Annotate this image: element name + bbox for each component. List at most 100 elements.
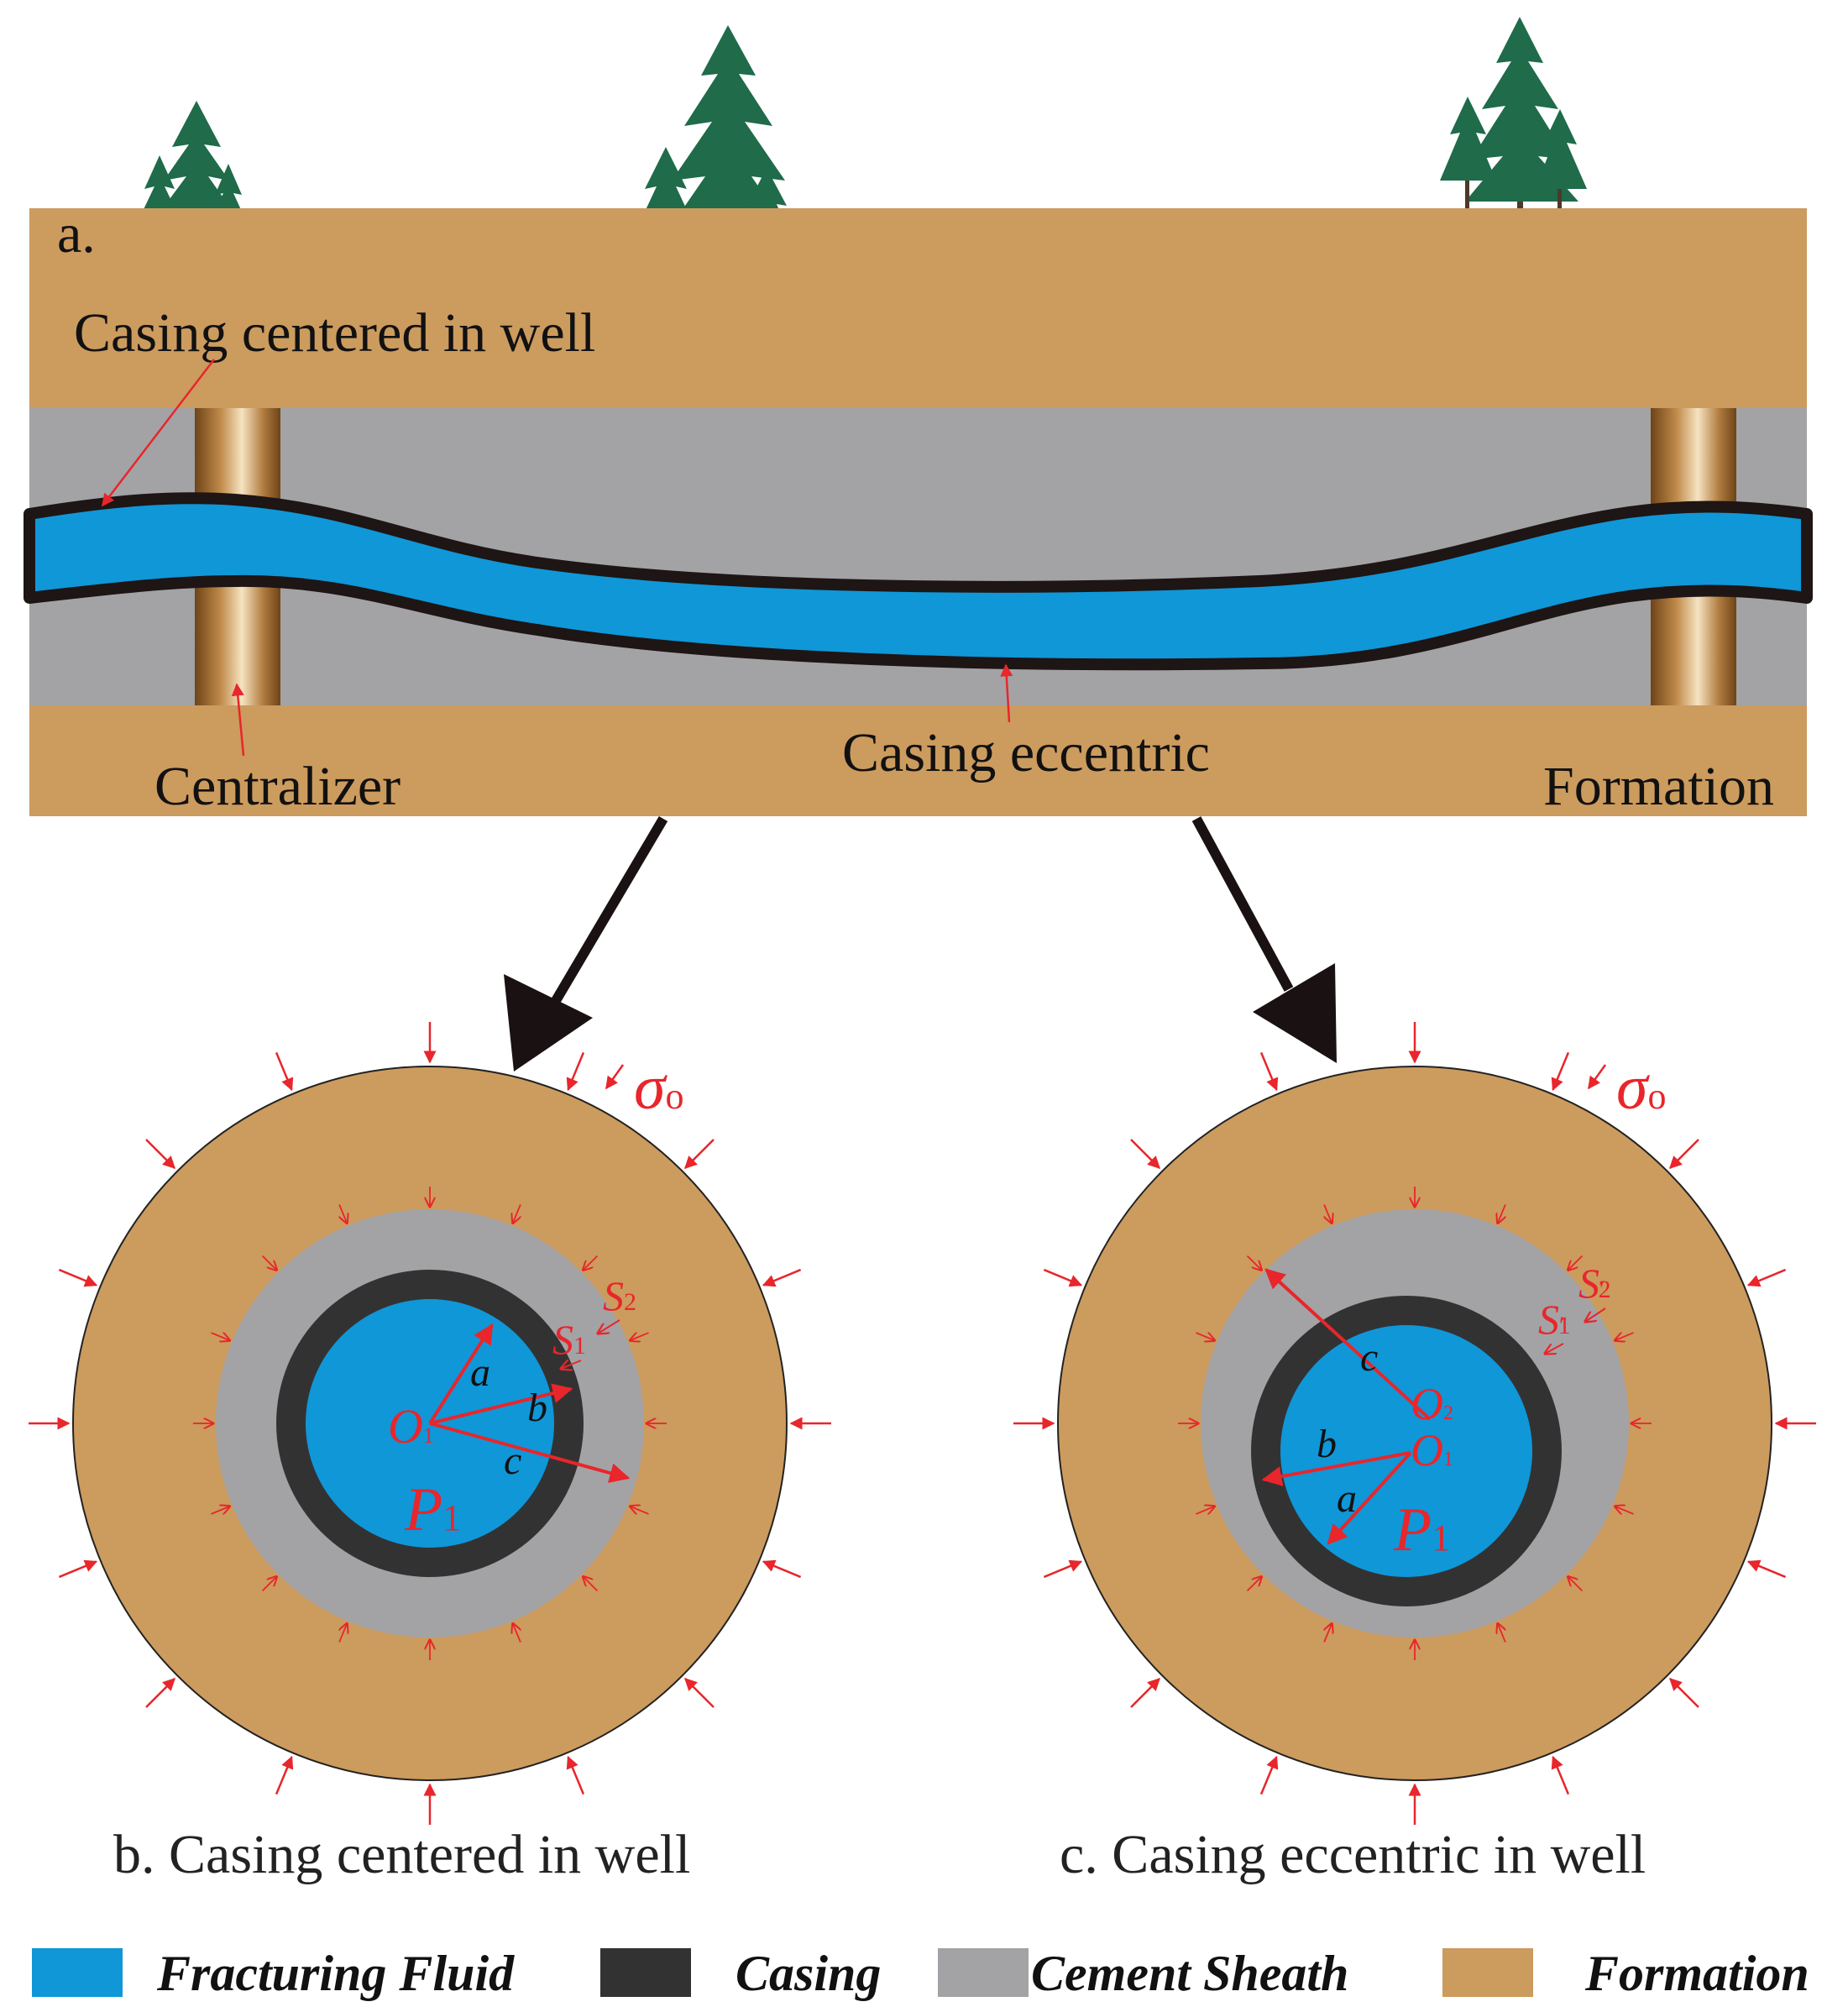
stress-arrow [1668,1139,1699,1170]
label-s2: S2 [603,1272,636,1319]
legend-item-formation: Formation [1442,1946,1809,2001]
tree-icon [139,101,247,235]
stress-arrow [1668,1677,1699,1708]
stress-arrow [762,1559,802,1579]
stress-arrow [1043,1268,1083,1287]
inner-stress-arrows [193,1187,667,1660]
stress-arrow [145,1677,176,1708]
stress-arrow [1746,1268,1787,1287]
stress-arrow [513,1204,521,1223]
panel-a: a. Casing centered in well Centralizer C… [24,17,1813,817]
legend: Fracturing Fluid Casing Cement Sheath Fo… [32,1946,1809,2001]
legend-label: Formation [1584,1946,1809,2001]
arrow-to-b-icon [504,974,593,1072]
stress-arrow [566,1755,585,1795]
stress-arrow [630,1507,649,1514]
fracturing-fluid-core [1280,1325,1532,1577]
stress-arrow [762,1268,802,1287]
radius-b [1261,1451,1411,1486]
legend-swatch [938,1948,1029,1997]
legend-item-casing: Casing [600,1946,881,2001]
label-s1: S1 [552,1316,586,1363]
radius-a [1327,1451,1412,1545]
callout-centralizer: Centralizer [154,756,400,817]
label-p1: P1 [404,1475,461,1544]
stress-arrow [513,1623,521,1643]
legend-swatch [600,1948,691,1997]
label-a: a [1337,1476,1357,1521]
s1-pointer [561,1360,582,1369]
stress-arrow [1324,1204,1332,1223]
caption-b: b. Casing centered in well [113,1824,690,1885]
label-b: b [1317,1422,1337,1466]
stress-arrow [275,1755,294,1795]
stress-arrow [1551,1051,1570,1092]
stress-arrow [1324,1623,1332,1643]
radius-c [1264,1268,1432,1421]
label-c: c [504,1438,521,1483]
callout-formation: Formation [1543,756,1774,817]
stress-arrow [1259,1051,1279,1092]
legend-label: Cement Sheath [1031,1946,1348,2001]
label-sigma-o: σo [1616,1052,1666,1123]
stress-arrow [683,1139,715,1170]
s2-pointer [1585,1307,1606,1322]
label-b: b [527,1386,547,1430]
legend-swatch [32,1948,123,1997]
s2-pointer [598,1319,620,1334]
stress-arrow [1568,1255,1584,1271]
stress-arrow [211,1333,229,1340]
legend-label: Fracturing Fluid [156,1946,515,2001]
sigma-pointer [1587,1064,1607,1090]
legend-item-cement-sheath: Cement Sheath [938,1946,1348,2001]
inner-stress-arrows [1178,1187,1652,1660]
label-sigma-o: σo [634,1052,683,1123]
stress-arrow [1196,1507,1214,1514]
sigma-pointer [605,1064,625,1090]
stress-arrow [583,1576,599,1592]
stress-arrow [145,1139,176,1170]
stress-arrow [583,1255,599,1271]
stress-arrow [1130,1139,1161,1170]
label-o1: O1 [388,1399,434,1454]
stress-arrow [1551,1755,1570,1795]
arrow-to-c-icon [1253,963,1337,1063]
stress-arrow [339,1204,347,1223]
tree-icon [1440,17,1587,227]
stress-arrow [211,1507,229,1514]
stress-arrow [1746,1559,1787,1579]
legend-item-fracturing-fluid: Fracturing Fluid [32,1946,515,2001]
stress-arrow [1498,1623,1505,1643]
panel-a-label: a. [57,203,96,265]
stress-arrow [261,1576,277,1592]
callout-centralizer-arrow [231,683,245,757]
label-s1-prime: S′1 [1538,1296,1571,1343]
stress-arrow [261,1255,277,1271]
caption-c: c. Casing eccentric in well [1060,1824,1646,1885]
stress-arrow [1259,1755,1279,1795]
stress-arrow [58,1559,98,1579]
callout-eccentric-arrow [1000,663,1013,723]
stress-arrow [683,1677,715,1708]
legend-swatch [1442,1948,1533,1997]
label-o1: O1 [1411,1425,1453,1475]
stress-arrow [58,1268,98,1287]
stress-arrow [1130,1677,1161,1708]
legend-label: Casing [736,1946,881,2001]
label-o2: O2 [1411,1379,1453,1429]
label-s2-prime: S′2 [1578,1260,1611,1307]
stress-arrow [1043,1559,1083,1579]
outer-stress-arrows [29,1022,831,1825]
stress-arrow [630,1333,649,1340]
label-p1: P1 [1393,1496,1450,1564]
panel-c: c b a O2 O1 P1 S′2 S′1 σo c. Casing ecce… [1013,1022,1816,1885]
stress-arrow [275,1051,294,1092]
stress-arrow [1615,1507,1634,1514]
stress-arrow [1615,1333,1634,1340]
casing-pipe [24,492,1813,671]
stress-arrow [1196,1333,1214,1340]
radius-c [429,1422,631,1483]
panel-b: a b c O1 P1 S2 S1 σo b. Casing centered … [29,1022,831,1885]
stress-arrow [339,1623,347,1643]
